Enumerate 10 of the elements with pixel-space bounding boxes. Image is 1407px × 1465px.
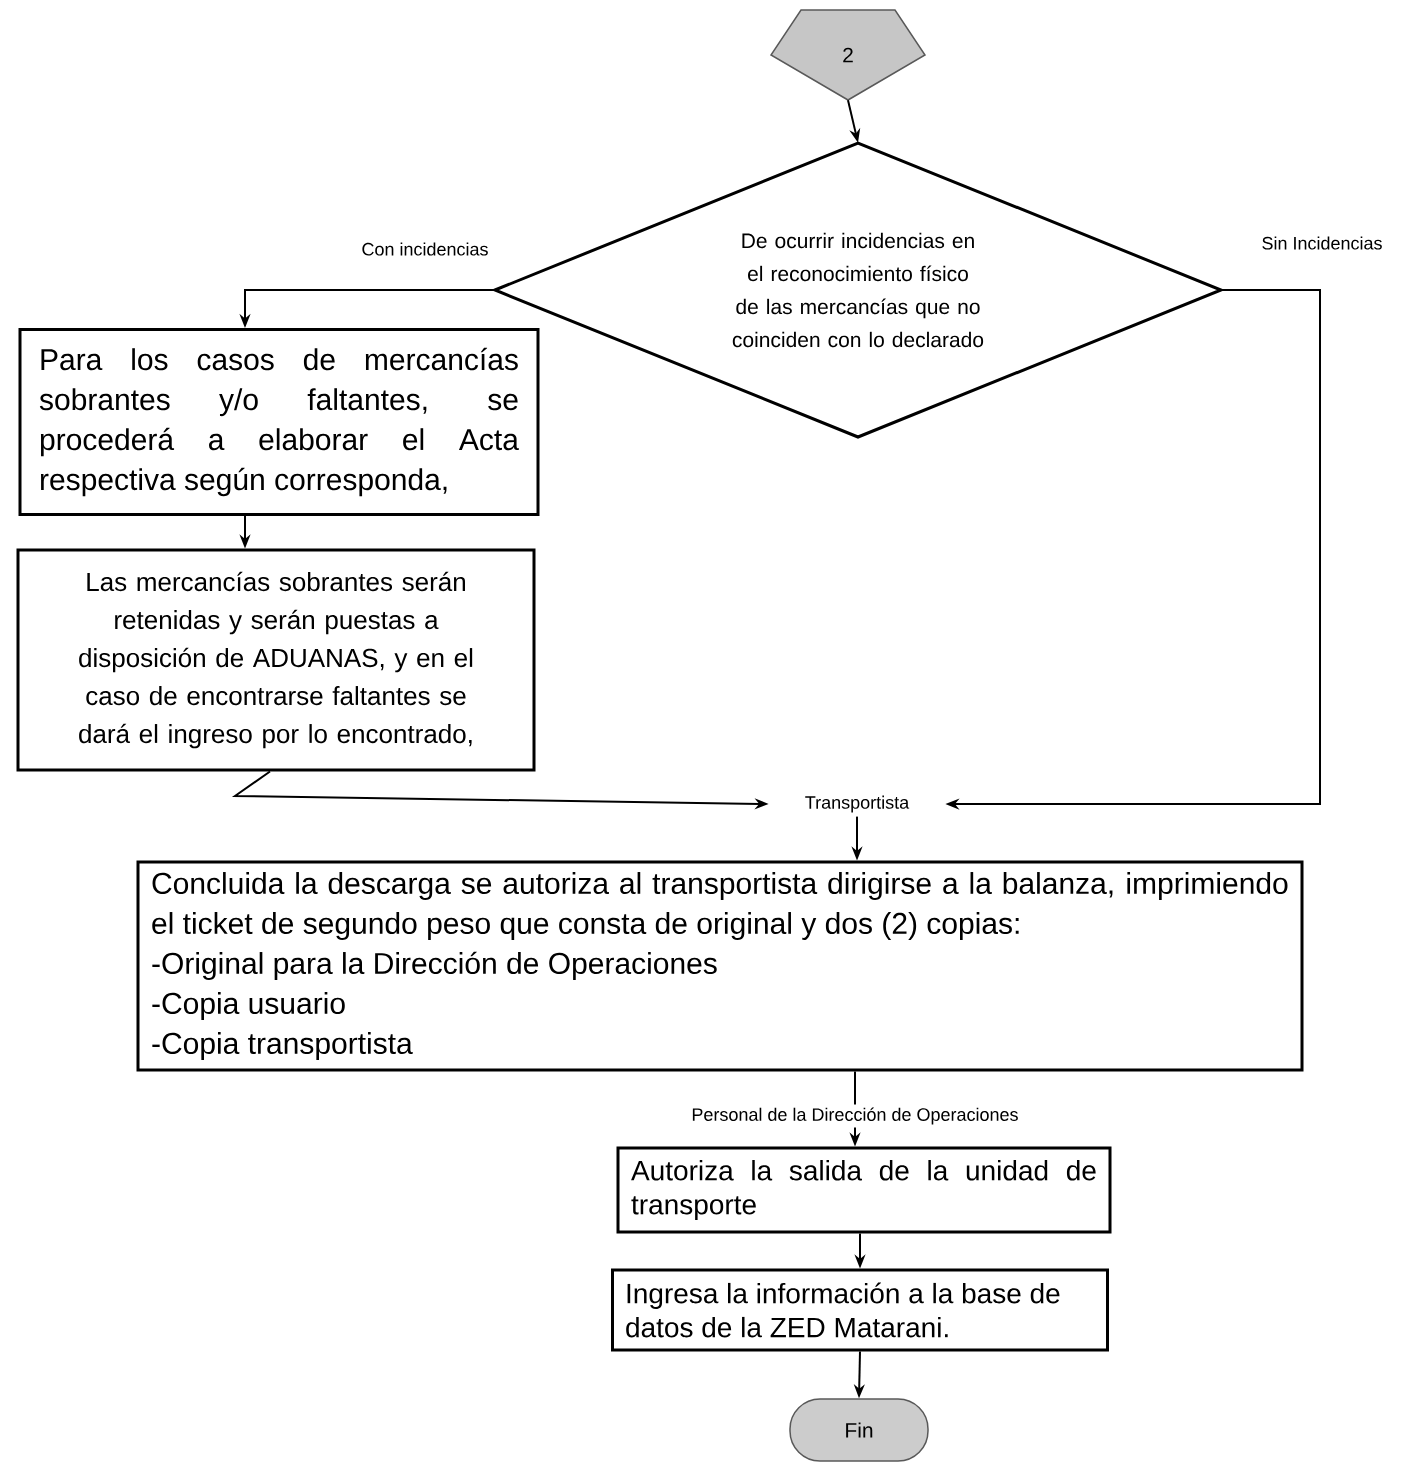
edge-label: Sin Incidencias (1258, 233, 1386, 253)
process-box: Concluida la descarga se autoriza al transportista dirigirse a la balanza, imprimiendo el ticket de segundo peso que consta de original y dos (2) copias: -Original para la Dirección de Operaciones -Copia usuario -Copia transportista (136, 860, 1304, 1072)
role-label: Transportista (805, 795, 910, 813)
process-box: Para los casos de mercancías sobrantes y/o faltantes, se procederá a elaborar el Acta respectiva según corresponda, (18, 328, 540, 516)
terminal-oval: Fin (789, 1398, 929, 1462)
process-box: Ingresa la información a la base de datos de la ZED Matarani. (611, 1268, 1109, 1352)
process-box: Autoriza la salida de la unidad de transporte (616, 1146, 1112, 1234)
edge-label: Personal de la Dirección de Operaciones (688, 1104, 1022, 1128)
edge-label: Con incidencias (358, 239, 492, 259)
process-box: Las mercancías sobrantes serán retenidas y serán puestas a disposición de ADUANAS, y en el caso de encontrarse faltantes se dará el ingreso por lo encontrado, (16, 548, 536, 772)
